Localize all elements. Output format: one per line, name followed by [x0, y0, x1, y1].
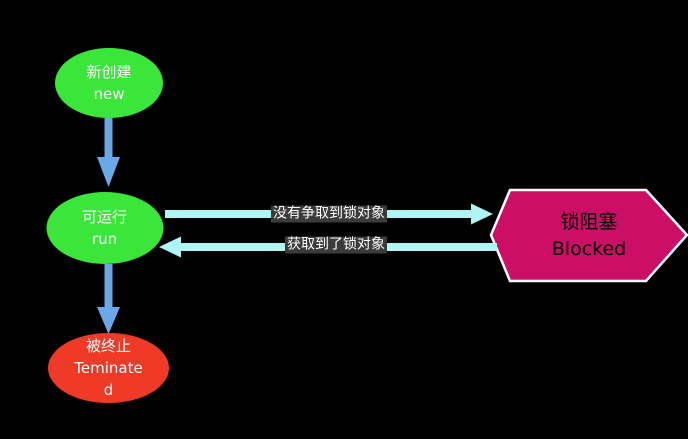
ellipse-run-state	[46, 192, 164, 264]
arrow-run-to-blocked	[165, 203, 493, 225]
ellipse-new-state	[55, 48, 163, 118]
arrow-new-to-run	[97, 118, 120, 187]
arrow-run-to-terminated	[97, 264, 120, 334]
arrow-blocked-to-run	[159, 236, 497, 258]
hexagon-blocked-state	[489, 188, 688, 283]
ellipse-terminated-state	[48, 333, 169, 403]
